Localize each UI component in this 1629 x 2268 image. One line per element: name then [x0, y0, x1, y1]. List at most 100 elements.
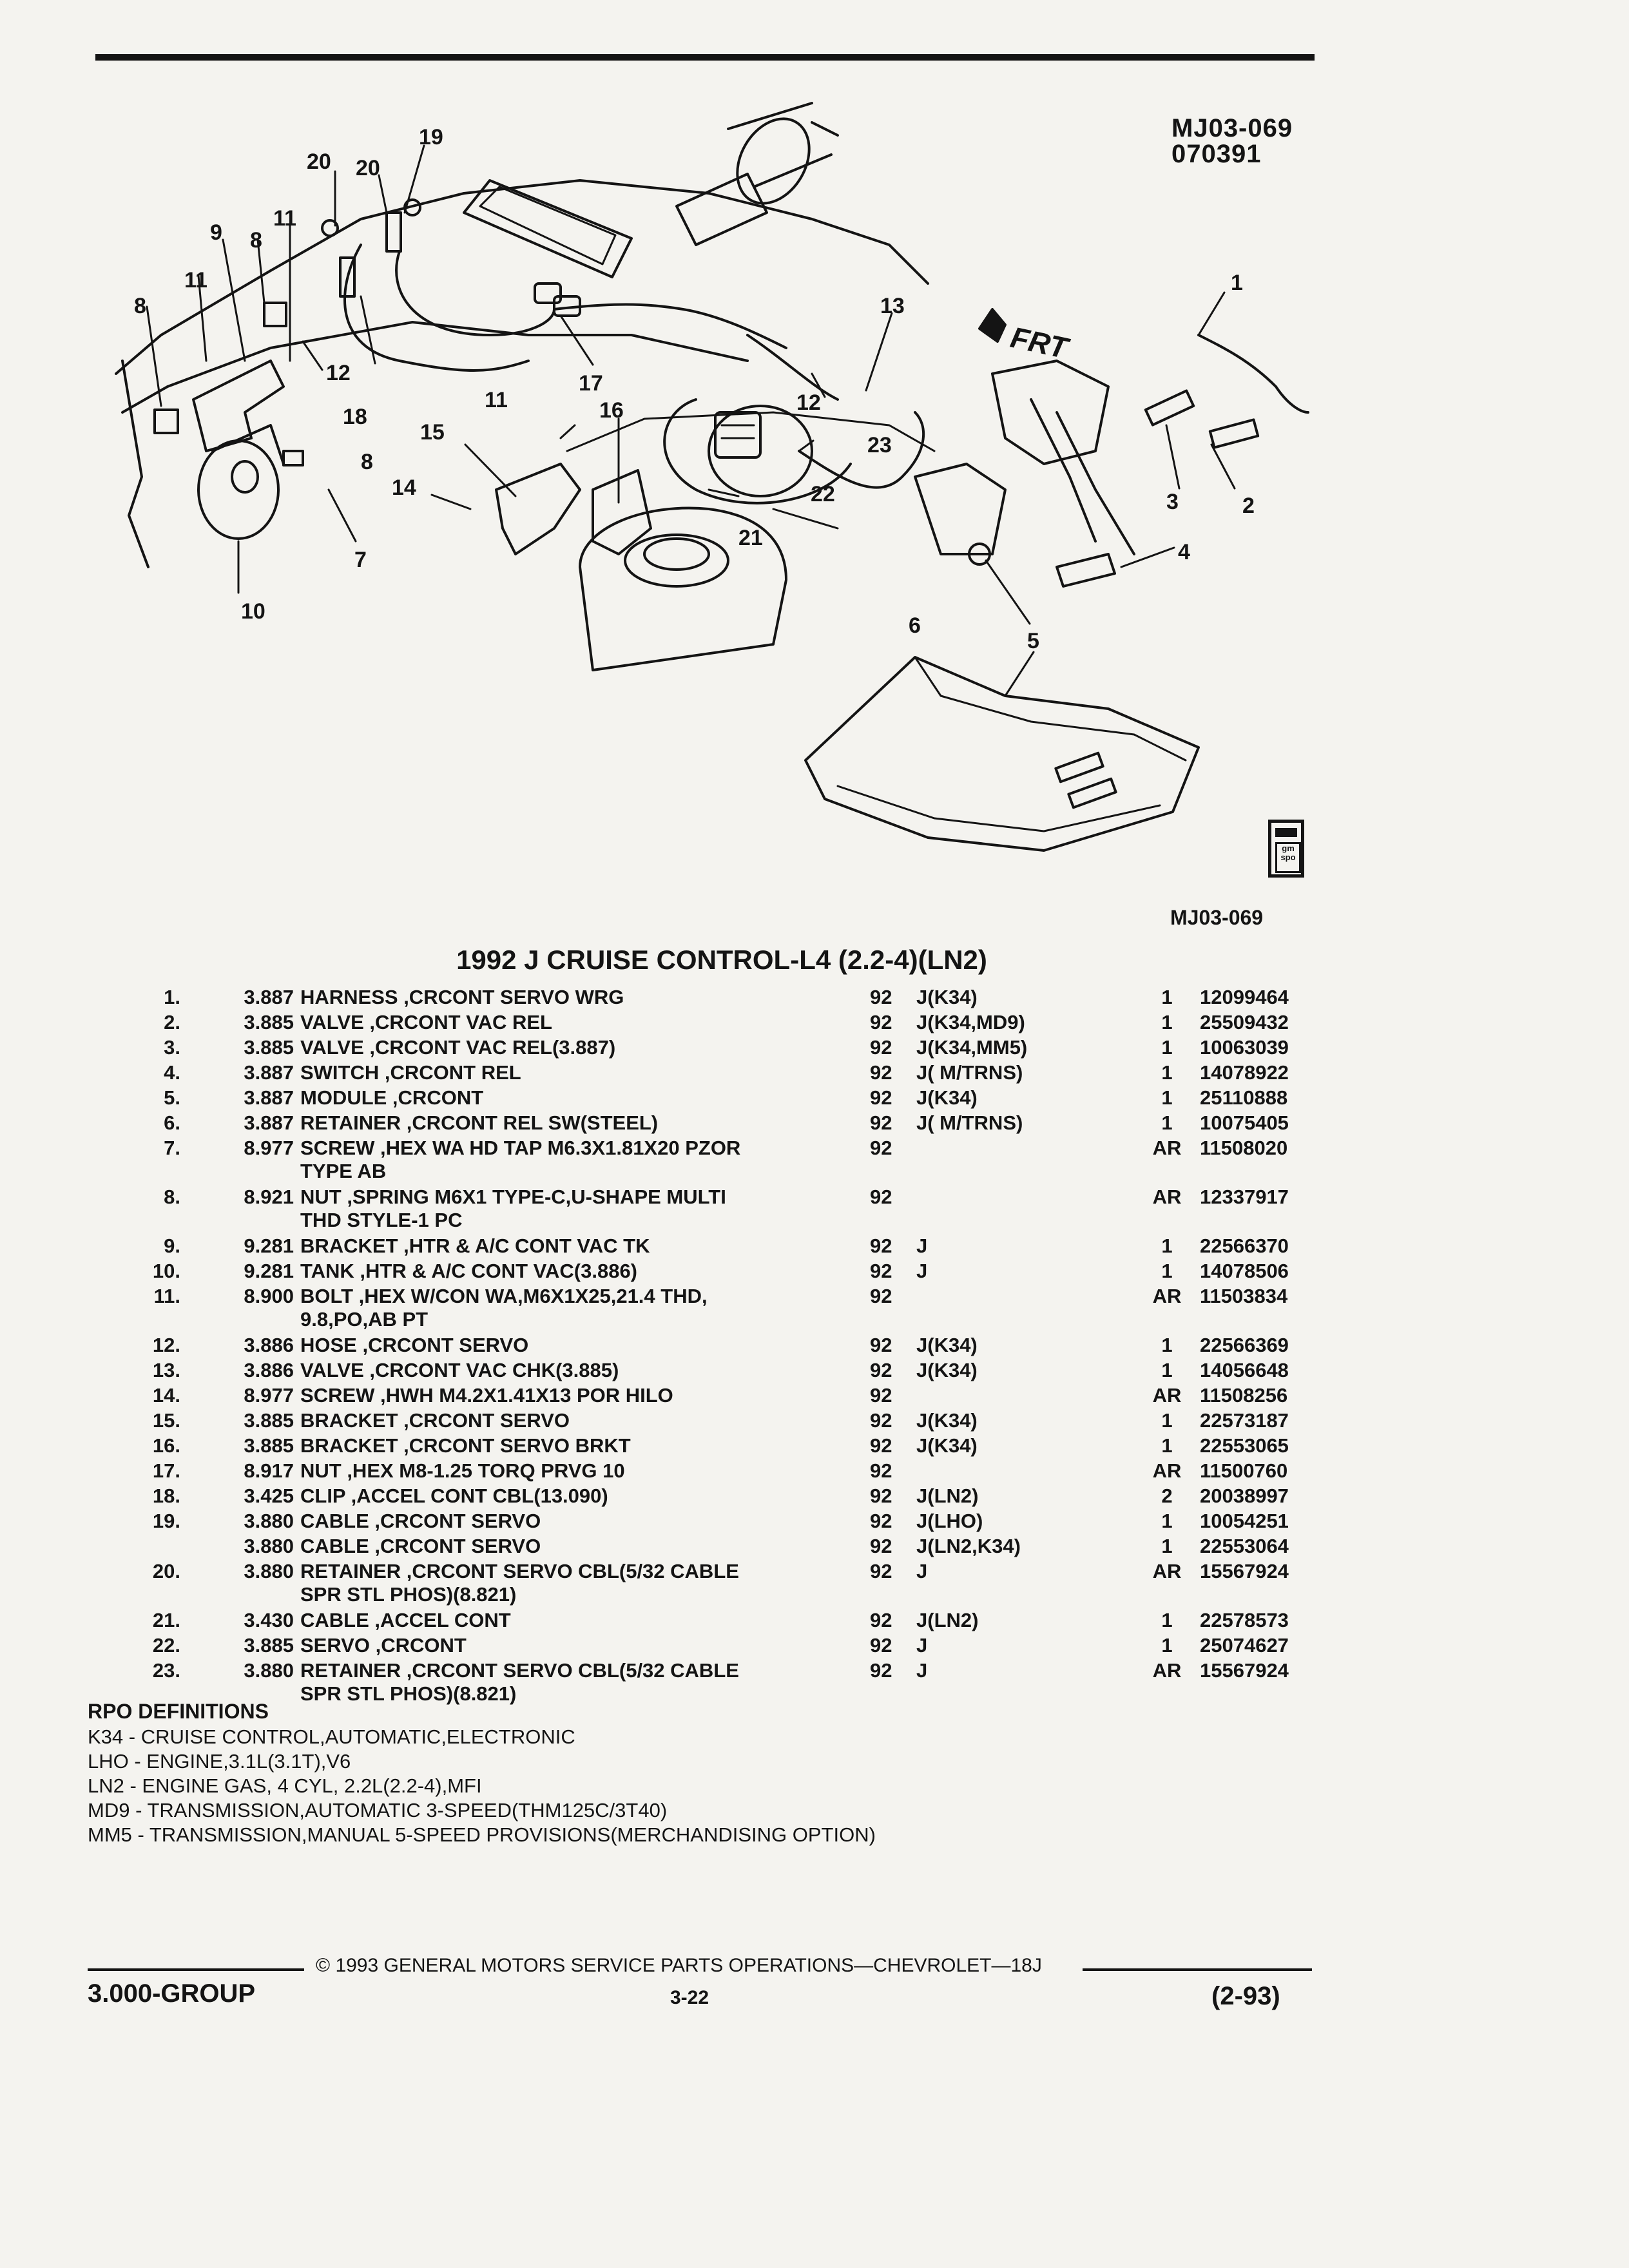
- row-description: BRACKET ,CRCONT SERVO BRKT: [300, 1434, 631, 1457]
- row-year: 92: [870, 1036, 892, 1059]
- row-part-number: 14078506: [1200, 1260, 1289, 1282]
- row-group-number: 3.885: [244, 1409, 294, 1432]
- servo-cable: [343, 244, 530, 372]
- row-group-number: 3.430: [244, 1609, 294, 1631]
- footer-group: 3.000-GROUP: [88, 1979, 256, 2008]
- row-quantity: 1: [1161, 1609, 1173, 1631]
- row-item-number: 7.: [164, 1137, 180, 1159]
- row-description: SERVO ,CRCONT: [300, 1634, 467, 1657]
- row-year: 92: [870, 1659, 892, 1682]
- row-quantity: AR: [1152, 1285, 1182, 1307]
- row-description: VALVE ,CRCONT VAC REL: [300, 1011, 552, 1033]
- row-group-number: 3.887: [244, 1086, 294, 1109]
- cable-end-20: [339, 256, 356, 298]
- top-rule: [95, 54, 1315, 61]
- row-group-number: 3.885: [244, 1434, 294, 1457]
- row-quantity: 1: [1161, 1510, 1173, 1532]
- row-usage-code: J(K34,MD9): [916, 1011, 1025, 1033]
- row-quantity: 1: [1161, 986, 1173, 1008]
- illustration-code: MJ03-069: [1171, 114, 1293, 142]
- row-group-number: 3.885: [244, 1036, 294, 1059]
- row-description: VALVE ,CRCONT VAC REL(3.887): [300, 1036, 616, 1059]
- row-description: CABLE ,CRCONT SERVO: [300, 1535, 541, 1557]
- row-description: RETAINER ,CRCONT SERVO CBL(5/32 CABLE: [300, 1560, 739, 1582]
- row-item-number: 17.: [152, 1459, 180, 1482]
- servo-22: [708, 405, 813, 497]
- row-usage-code: J: [916, 1235, 928, 1257]
- row-part-number: 11508020: [1200, 1137, 1288, 1159]
- callout-12: 12: [326, 361, 351, 385]
- row-quantity: 1: [1161, 1359, 1173, 1381]
- callout-18: 17: [579, 371, 603, 396]
- bracket-16: [592, 469, 652, 555]
- row-usage-code: J(K34): [916, 986, 978, 1008]
- row-item-number: 10.: [152, 1260, 180, 1282]
- row-description-continued: SPR STL PHOS)(8.821): [300, 1583, 517, 1606]
- row-quantity: 1: [1161, 1086, 1173, 1109]
- row-group-number: 3.880: [244, 1535, 294, 1557]
- callout-4: 4: [1178, 540, 1190, 564]
- row-quantity: AR: [1152, 1384, 1182, 1407]
- row-usage-code: J(LN2,K34): [916, 1535, 1021, 1557]
- row-group-number: 8.917: [244, 1459, 294, 1482]
- row-year: 92: [870, 1235, 892, 1257]
- row-quantity: 1: [1161, 1535, 1173, 1557]
- row-description: SCREW ,HWH M4.2X1.41X13 POR HILO: [300, 1384, 673, 1407]
- row-part-number: 25110888: [1200, 1086, 1288, 1109]
- cowl-lower-edge: [121, 321, 749, 414]
- row-description-continued: THD STYLE-1 PC: [300, 1209, 463, 1231]
- row-description: CABLE ,CRCONT SERVO: [300, 1510, 541, 1532]
- row-description: NUT ,HEX M8-1.25 TORQ PRVG 10: [300, 1459, 625, 1482]
- row-group-number: 8.921: [244, 1186, 294, 1208]
- row-item-number: 23.: [152, 1659, 180, 1682]
- row-group-number: 8.977: [244, 1384, 294, 1407]
- callout-16: 16: [599, 398, 624, 423]
- retainer-20b: [403, 198, 421, 216]
- row-year: 92: [870, 1485, 892, 1507]
- callout-17: 21: [738, 526, 763, 550]
- row-part-number: 10075405: [1200, 1111, 1289, 1134]
- row-usage-code: J: [916, 1634, 928, 1657]
- row-year: 92: [870, 986, 892, 1008]
- row-usage-code: J: [916, 1560, 928, 1582]
- bracket-15: [495, 463, 581, 555]
- callout-20: 20: [307, 149, 331, 174]
- row-quantity: AR: [1152, 1186, 1182, 1208]
- row-item-number: 16.: [152, 1434, 180, 1457]
- booster-cylinder: [675, 102, 839, 246]
- clip-18: [534, 282, 562, 304]
- clip-18b: [553, 295, 581, 317]
- row-quantity: 1: [1161, 1334, 1173, 1356]
- callout-8: 8: [134, 294, 146, 318]
- callout-23: 23: [867, 433, 892, 457]
- nut-8-top: [263, 302, 287, 327]
- callout-20: 19: [419, 125, 443, 149]
- row-quantity: 1: [1161, 1434, 1173, 1457]
- row-item-number: 11.: [153, 1285, 180, 1307]
- row-group-number: 3.880: [244, 1659, 294, 1682]
- rpo-definition-line: LHO - ENGINE,3.1L(3.1T),V6: [88, 1750, 351, 1773]
- row-group-number: 3.886: [244, 1359, 294, 1381]
- row-usage-code: J(LN2): [916, 1485, 979, 1507]
- leader-lines: [146, 144, 1236, 697]
- row-usage-code: J( M/TRNS): [916, 1111, 1023, 1134]
- callout-12: 12: [796, 390, 821, 415]
- row-description: MODULE ,CRCONT: [300, 1086, 484, 1109]
- front-label: FRT: [1008, 320, 1073, 365]
- footer-rule-right: [1083, 1968, 1312, 1971]
- row-year: 92: [870, 1260, 892, 1282]
- row-description: RETAINER ,CRCONT REL SW(STEEL): [300, 1111, 659, 1134]
- row-description: SCREW ,HEX WA HD TAP M6.3X1.81X20 PZOR: [300, 1137, 741, 1159]
- row-item-number: 3.: [164, 1036, 180, 1059]
- row-item-number: 15.: [152, 1409, 180, 1432]
- rpo-title: RPO DEFINITIONS: [88, 1700, 269, 1723]
- retainer-6: [968, 543, 991, 566]
- row-part-number: 14078922: [1200, 1061, 1289, 1084]
- row-description-continued: TYPE AB: [300, 1160, 387, 1182]
- row-group-number: 3.886: [244, 1334, 294, 1356]
- row-group-number: 8.977: [244, 1137, 294, 1159]
- hose-12b: [746, 334, 839, 401]
- row-description: SWITCH ,CRCONT REL: [300, 1061, 521, 1084]
- row-year: 92: [870, 1609, 892, 1631]
- row-part-number: 12099464: [1200, 986, 1289, 1008]
